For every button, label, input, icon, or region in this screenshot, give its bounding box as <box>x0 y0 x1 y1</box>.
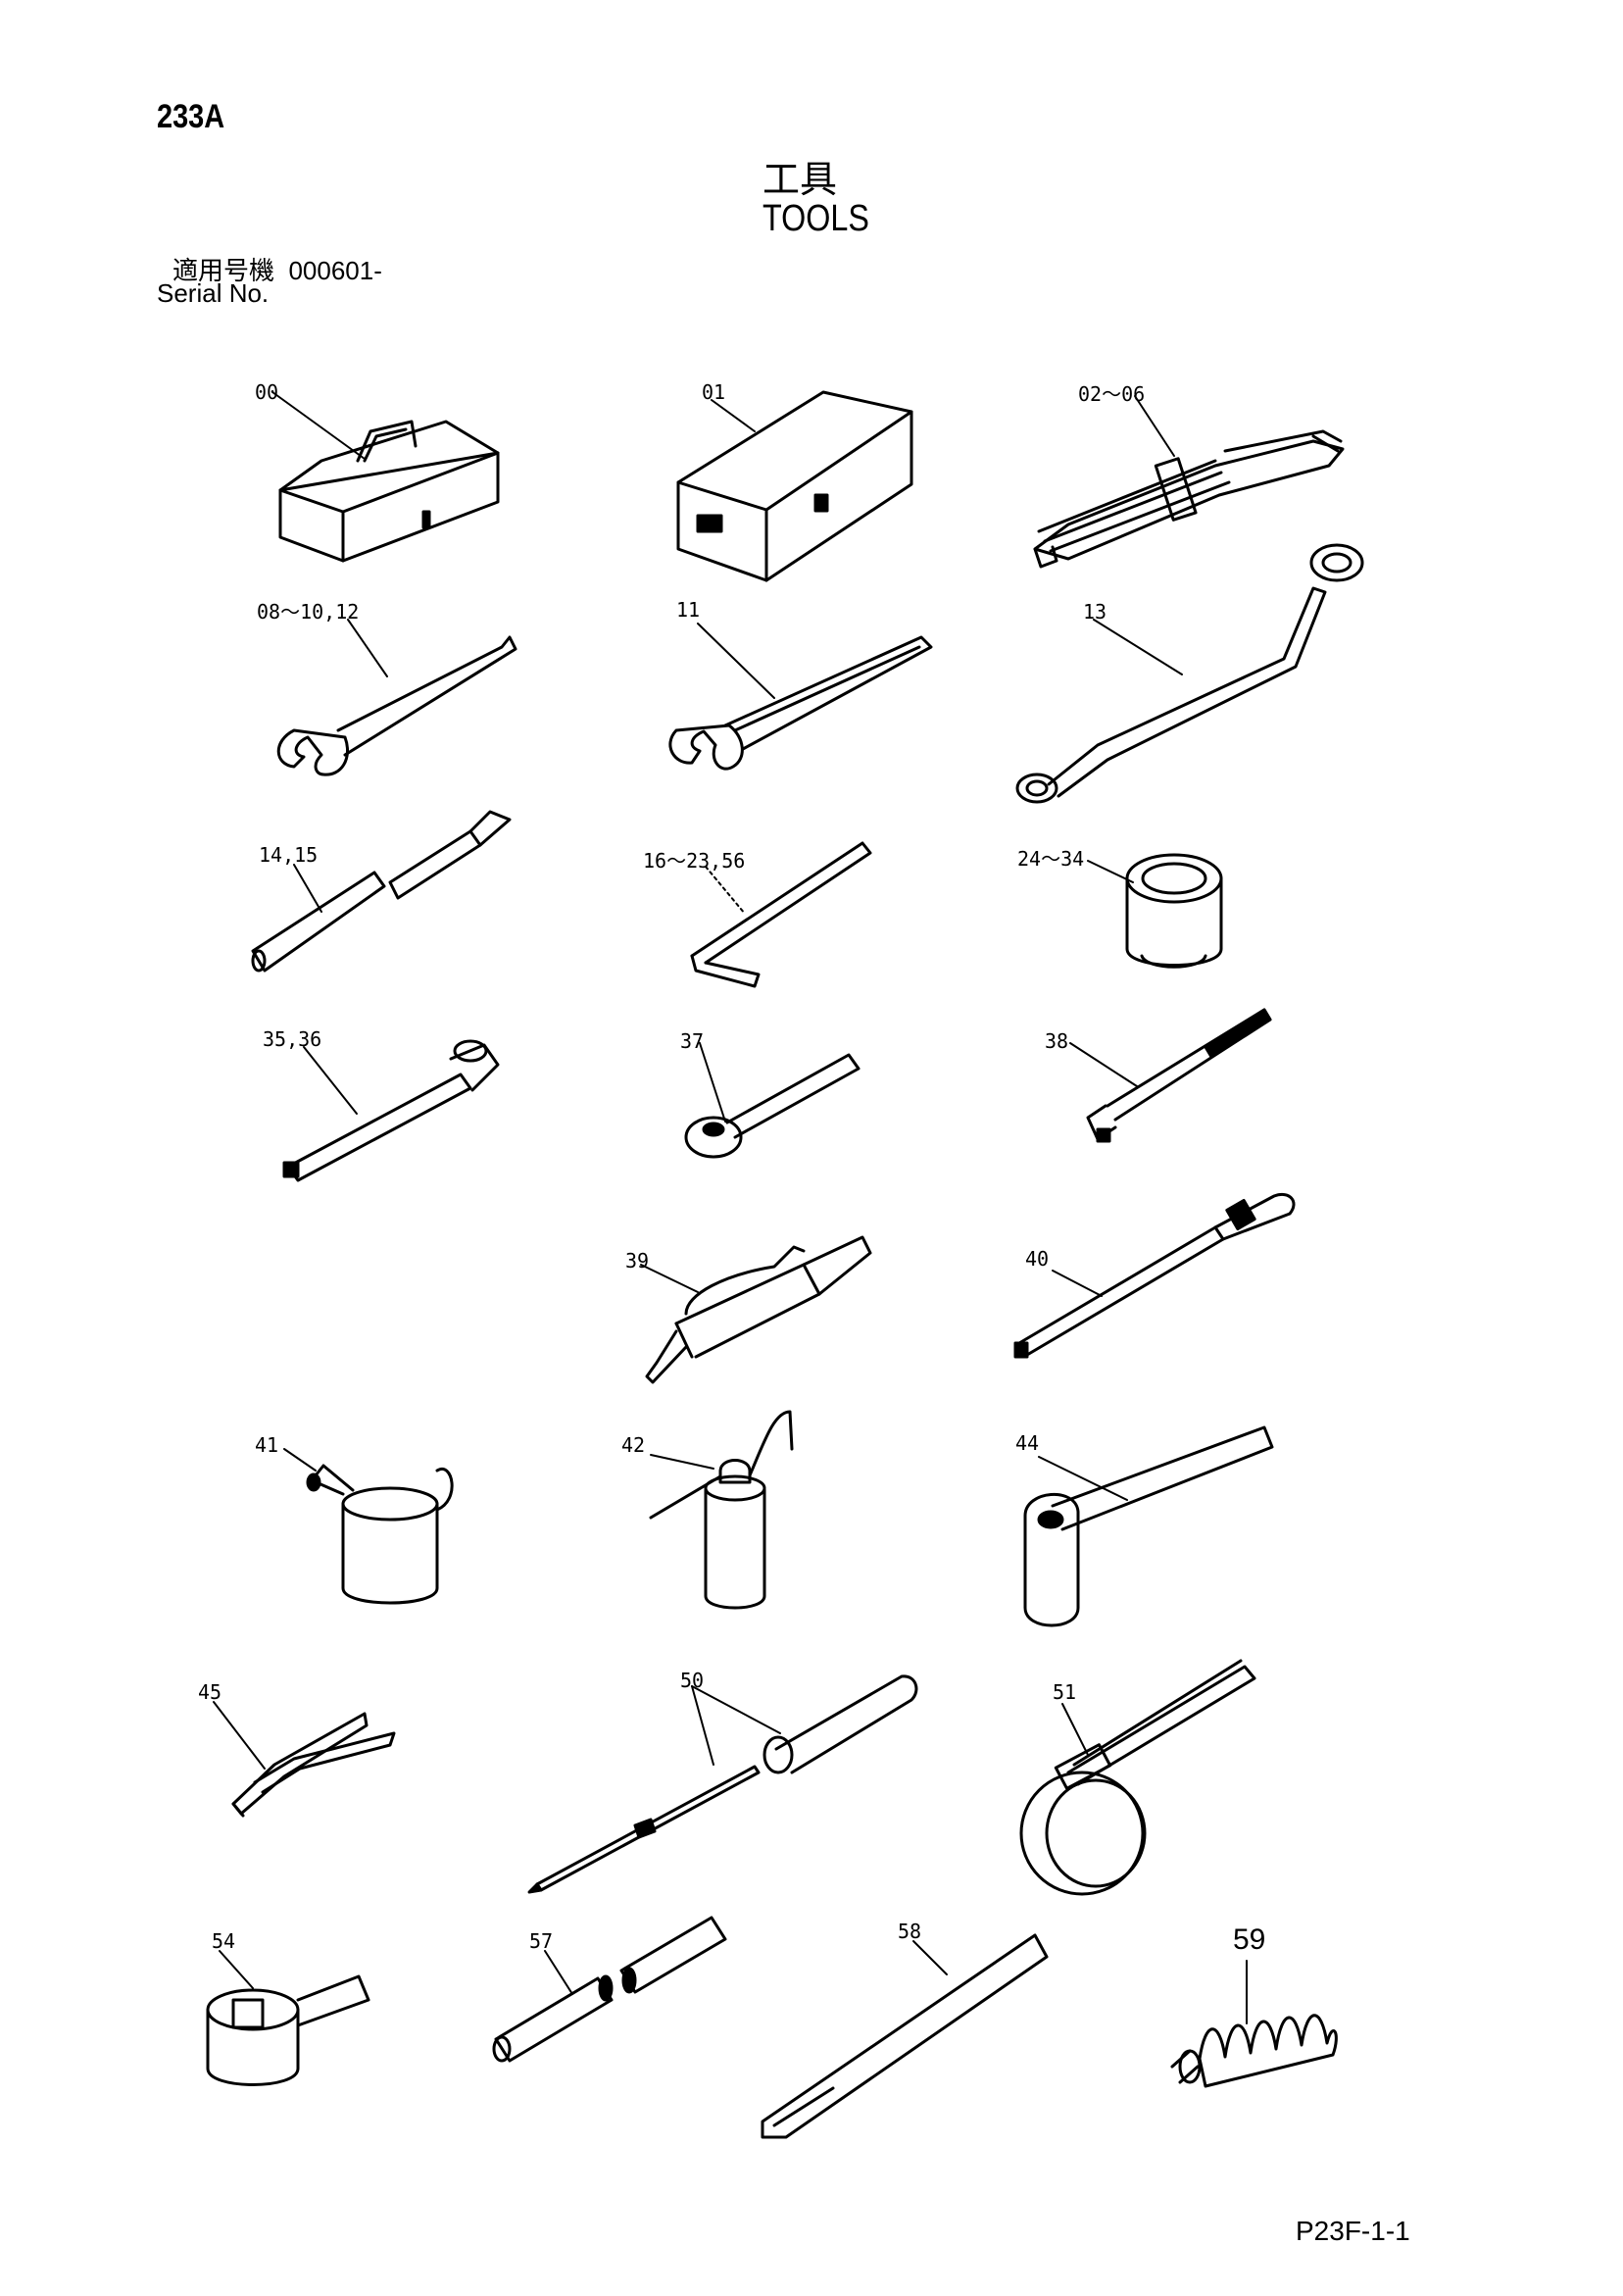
filter-wrench-icon <box>1021 1661 1254 1894</box>
grease-gun-icon <box>641 1237 870 1382</box>
callout-08: 08～10,12 <box>257 600 360 624</box>
callout-01: 01 <box>702 380 726 404</box>
callout-44: 44 <box>1015 1431 1040 1455</box>
steel-box-icon <box>678 392 911 580</box>
callout-14: 14,15 <box>259 843 319 867</box>
callout-59: 59 <box>1233 1923 1266 1956</box>
ratchet-handle-icon <box>686 1043 859 1157</box>
box-wrench-icon <box>1017 545 1362 802</box>
oiler-icon <box>651 1412 792 1608</box>
callout-11: 11 <box>676 598 701 622</box>
serial-value: 000601- <box>288 256 382 285</box>
chisel-icon <box>762 1935 1047 2137</box>
adjustable-wrench-icon <box>670 624 931 769</box>
footer-code: P23F-1-1 <box>1296 2216 1410 2246</box>
callout-02: 02～06 <box>1078 382 1146 406</box>
callout-54: 54 <box>212 1929 236 1953</box>
spanner-icon <box>278 620 516 774</box>
callout-40: 40 <box>1025 1247 1050 1271</box>
serial-label-en: Serial No. <box>157 278 270 308</box>
callout-58: 58 <box>898 1920 922 1943</box>
spring-icon <box>1172 1961 1336 2086</box>
bar-icon <box>253 812 510 971</box>
socket-icon <box>1088 855 1221 967</box>
callout-00: 00 <box>255 380 279 404</box>
callout-39: 39 <box>625 1249 650 1273</box>
callout-24: 24～34 <box>1017 847 1085 871</box>
t-handle-icon <box>1070 1010 1270 1141</box>
serial-label-jp: 適用号機 <box>172 256 275 285</box>
callout-45: 45 <box>198 1680 222 1704</box>
callout-16: 16～23,56 <box>643 849 746 873</box>
callout-51: 51 <box>1053 1680 1077 1704</box>
page-title-jp: 工具 <box>762 160 838 201</box>
tool-box-icon <box>272 392 498 561</box>
callout-38: 38 <box>1045 1029 1069 1053</box>
extension-bar-icon <box>284 1041 498 1180</box>
hammer-icon <box>1025 1427 1272 1625</box>
torque-wrench-icon <box>1015 1194 1294 1357</box>
callout-41: 41 <box>255 1433 279 1457</box>
serial-row: 適用号機 000601- <box>172 251 382 287</box>
oil-jug-icon <box>284 1449 452 1603</box>
wrench-set-icon <box>1035 396 1343 567</box>
callout-35: 35,36 <box>263 1027 322 1051</box>
callout-57: 57 <box>529 1929 554 1953</box>
callout-42: 42 <box>621 1433 646 1457</box>
screwdriver-icon <box>529 1676 916 1892</box>
pipe-icon <box>494 1918 725 2061</box>
adapter-icon <box>208 1951 369 2085</box>
callout-37: 37 <box>680 1029 705 1053</box>
pliers-icon <box>214 1702 394 1816</box>
page-number: 233A <box>157 98 225 135</box>
page-title-en: TOOLS <box>762 198 869 239</box>
hex-key-icon <box>692 843 870 986</box>
